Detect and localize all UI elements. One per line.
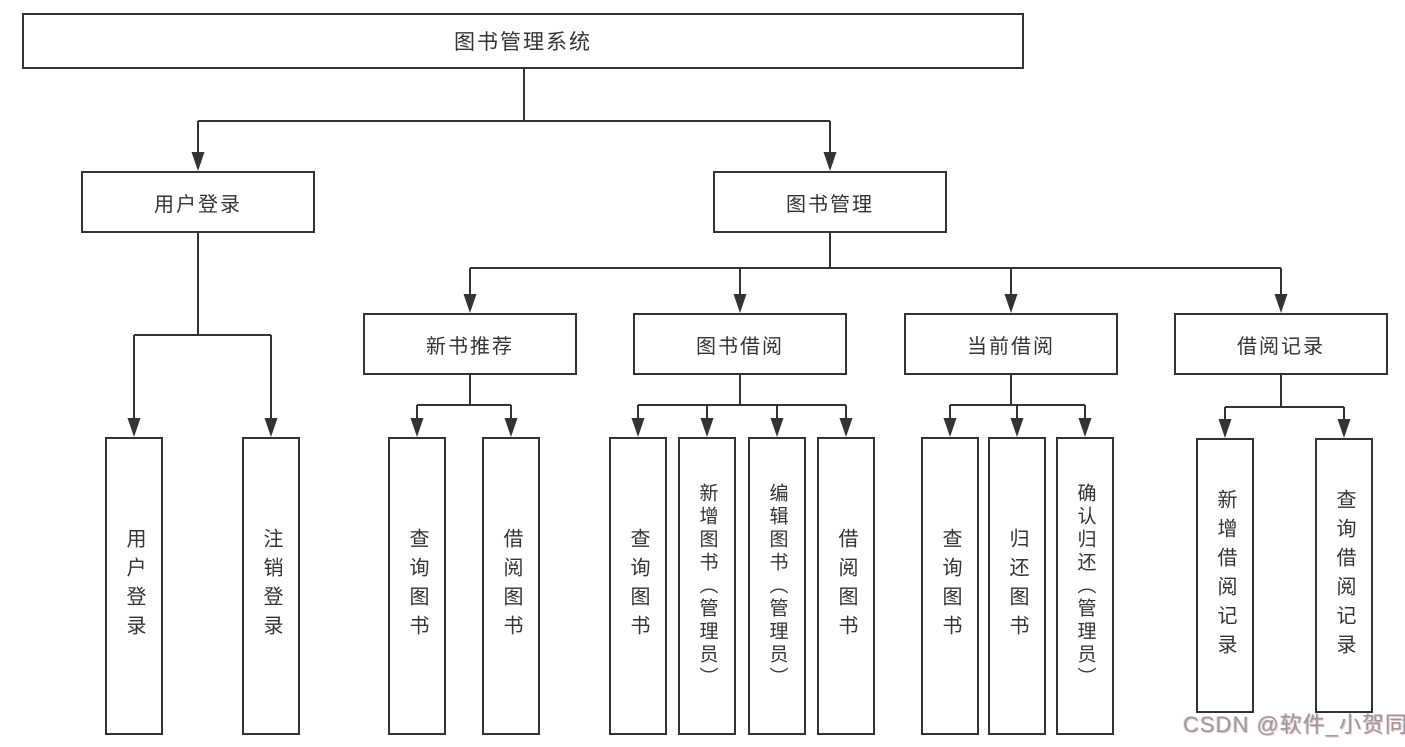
leaf-label: 编辑图书（管理员） bbox=[766, 482, 788, 690]
leaf-borrow-edit-book-admin: 编辑图书（管理员） bbox=[748, 437, 806, 735]
leaf-logout: 注销登录 bbox=[242, 437, 300, 735]
leaf-label: 借阅图书 bbox=[835, 528, 857, 644]
connector-bookborrow-to-leaves bbox=[637, 375, 847, 425]
leaf-label: 查询图书 bbox=[939, 528, 961, 644]
node-label: 新书推荐 bbox=[426, 335, 514, 358]
leaf-label: 查询图书 bbox=[627, 528, 649, 644]
leaf-label: 确认归还（管理员） bbox=[1074, 482, 1096, 690]
leaf-label: 用户登录 bbox=[123, 528, 145, 644]
connector-userlogin-to-leaves bbox=[133, 233, 272, 425]
connector-bookmgmt-to-level3 bbox=[469, 233, 1282, 301]
node-borrowing-records: 借阅记录 bbox=[1174, 313, 1388, 375]
leaf-newbook-query-book: 查询图书 bbox=[388, 437, 446, 735]
arrowheads bbox=[127, 152, 1351, 438]
leaf-label: 归还图书 bbox=[1006, 528, 1028, 644]
node-user-login: 用户登录 bbox=[81, 171, 315, 233]
node-label: 图书管理系统 bbox=[454, 31, 592, 54]
leaf-label: 新增借阅记录 bbox=[1214, 488, 1236, 663]
node-library-system: 图书管理系统 bbox=[22, 13, 1024, 69]
leaf-user-login: 用户登录 bbox=[105, 437, 163, 735]
leaf-current-query-book: 查询图书 bbox=[921, 437, 979, 735]
leaf-label: 注销登录 bbox=[260, 528, 282, 644]
connector-currentborrow-to-leaves bbox=[949, 375, 1086, 425]
connector-newbook-to-leaves bbox=[416, 375, 512, 425]
leaf-borrow-query-book: 查询图书 bbox=[609, 437, 667, 735]
node-book-management: 图书管理 bbox=[713, 171, 947, 233]
csdn-watermark: CSDN @软件_小贺同学 bbox=[1183, 712, 1405, 737]
leaf-record-add-borrow-record: 新增借阅记录 bbox=[1196, 438, 1254, 713]
node-current-borrowing: 当前借阅 bbox=[904, 313, 1118, 375]
leaf-newbook-borrow-book: 借阅图书 bbox=[482, 437, 540, 735]
leaf-record-query-borrow-record: 查询借阅记录 bbox=[1315, 438, 1373, 713]
leaf-label: 查询借阅记录 bbox=[1333, 488, 1355, 663]
node-new-book-recommend: 新书推荐 bbox=[363, 313, 577, 375]
node-label: 图书借阅 bbox=[696, 335, 784, 358]
leaf-label: 借阅图书 bbox=[500, 528, 522, 644]
node-label: 图书管理 bbox=[786, 193, 874, 216]
leaf-current-return-book: 归还图书 bbox=[988, 437, 1046, 735]
leaf-borrow-borrow-book: 借阅图书 bbox=[817, 437, 875, 735]
connector-borrowrecord-to-leaves bbox=[1224, 375, 1345, 426]
node-label: 用户登录 bbox=[154, 193, 242, 216]
node-book-borrowing: 图书借阅 bbox=[633, 313, 847, 375]
node-label: 借阅记录 bbox=[1237, 335, 1325, 358]
connector-root-to-level2 bbox=[197, 69, 831, 159]
node-label: 当前借阅 bbox=[967, 335, 1055, 358]
leaf-label: 新增图书（管理员） bbox=[696, 482, 718, 690]
leaf-label: 查询图书 bbox=[406, 528, 428, 644]
leaf-current-confirm-return-admin: 确认归还（管理员） bbox=[1056, 437, 1114, 735]
leaf-borrow-add-book-admin: 新增图书（管理员） bbox=[678, 437, 736, 735]
